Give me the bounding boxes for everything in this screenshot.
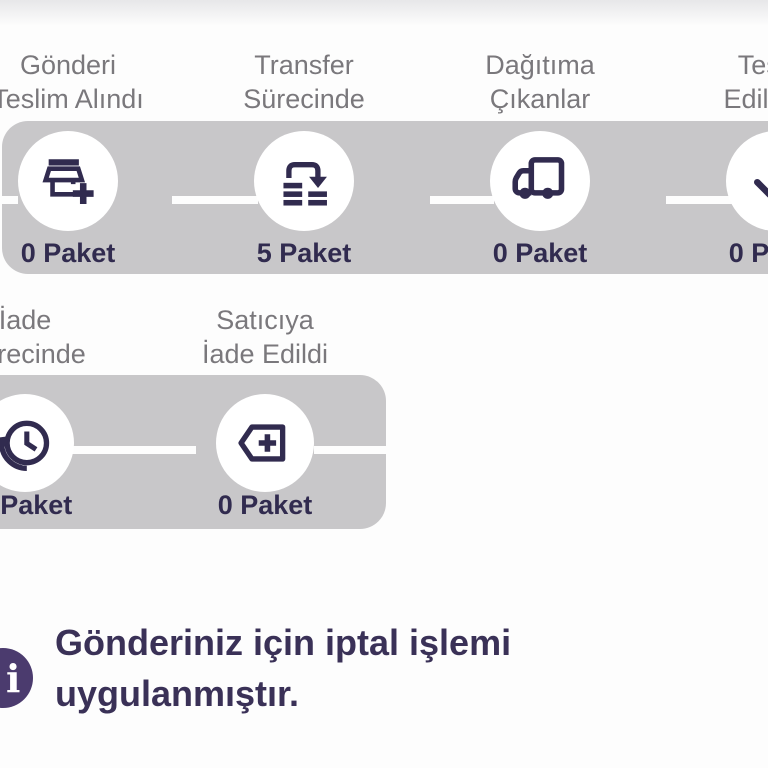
step-count: 0 Paket: [492, 238, 588, 268]
store-add-icon: [42, 159, 94, 204]
info-icon: i: [0, 648, 33, 708]
step-count: 0 Paket: [728, 238, 768, 268]
info-icon-glyph: i: [6, 655, 21, 701]
step-circle-teslim-edilenler[interactable]: [726, 131, 768, 231]
connector-line: [666, 196, 733, 204]
label-line: Teslim Alındı: [0, 84, 144, 114]
label-line: Edilenler: [723, 84, 768, 114]
label-line: Çıkanlar: [489, 84, 591, 114]
connector-line: [314, 446, 386, 454]
label-line: Transfer: [254, 50, 354, 80]
step-label-iade-surecinde: İade Sürecinde: [0, 303, 155, 371]
label-line: Teslim: [737, 50, 768, 80]
info-message: Gönderiniz için iptal işlemi uygulanmışt…: [55, 617, 695, 719]
connector-line: [172, 196, 258, 204]
step-label-gonderi-teslim-alindi: Gönderi Teslim Alındı: [0, 48, 198, 116]
step-circle-saticiya-iade-edildi[interactable]: [216, 394, 314, 492]
transfer-stack-icon: [283, 162, 327, 206]
connector-line: [72, 446, 196, 454]
step-label-saticiya-iade-edildi: Satıcıya İade Edildi: [135, 303, 395, 371]
label-line: Satıcıya: [216, 305, 314, 335]
info-message-line: uygulanmıştır.: [55, 673, 300, 714]
step-circle-gonderi-teslim-alindi[interactable]: [18, 131, 118, 231]
label-line: Dağıtıma: [485, 50, 595, 80]
connector-line: [430, 196, 494, 204]
label-line: İade Edildi: [201, 339, 329, 369]
checkmark-icon: [754, 178, 768, 198]
step-count: 0 Paket: [20, 238, 116, 268]
label-line: İade: [0, 305, 52, 335]
status-bar-row2: 0 Paket 0 Paket: [0, 375, 386, 529]
history-clock-icon: [0, 420, 50, 472]
step-label-transfer-surecinde: Transfer Sürecinde: [174, 48, 434, 116]
step-label-teslim-edilenler: Teslim Edilenler: [646, 48, 768, 116]
step-circle-transfer-surecinde[interactable]: [254, 131, 354, 231]
step-circle-dagitima-cikanlar[interactable]: [490, 131, 590, 231]
connector-line: [0, 196, 18, 204]
step-count: 0 Paket: [0, 490, 73, 520]
delivery-truck-icon: [512, 157, 565, 199]
label-line: Sürecinde: [0, 339, 86, 369]
step-circle-iade-surecinde[interactable]: [0, 394, 74, 492]
step-label-dagitima-cikanlar: Dağıtıma Çıkanlar: [410, 48, 670, 116]
status-bar-row1: 0 Paket 5 Paket 0 Paket 0 Paket: [0, 121, 768, 274]
info-message-line: Gönderiniz için iptal işlemi: [55, 622, 512, 663]
return-tag-icon: [238, 424, 286, 462]
step-count: 0 Paket: [217, 490, 313, 520]
top-shadow: [0, 0, 768, 26]
label-line: Gönderi: [19, 50, 117, 80]
step-count: 5 Paket: [256, 238, 352, 268]
label-line: Sürecinde: [243, 84, 365, 114]
